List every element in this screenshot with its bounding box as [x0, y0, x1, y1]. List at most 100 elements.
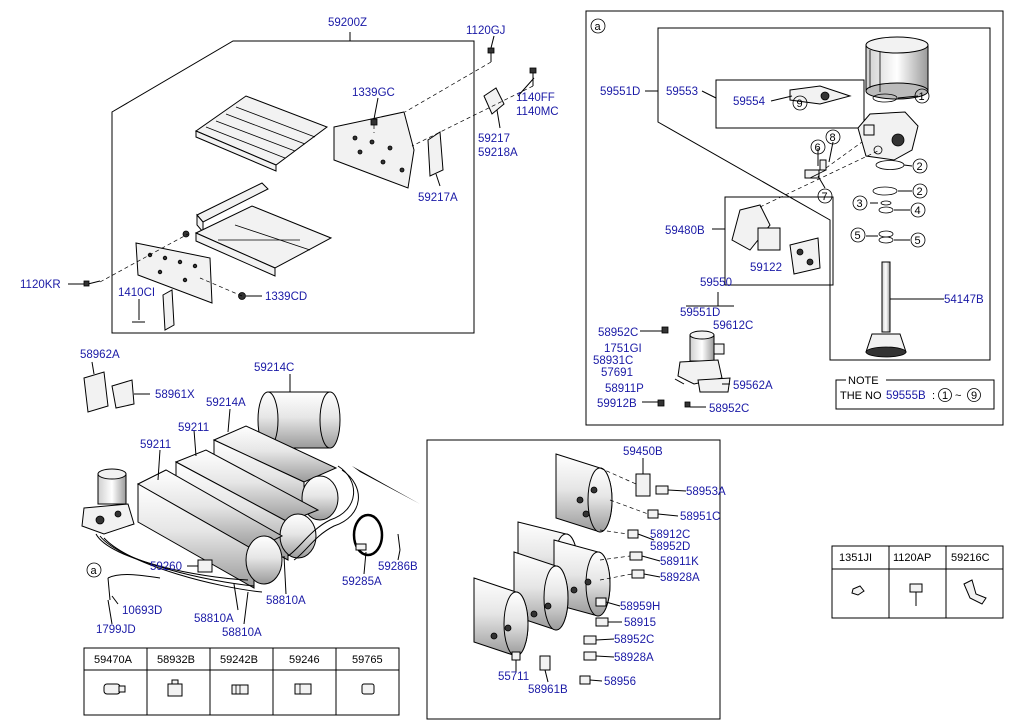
- label-58810A-2: 58810A: [222, 627, 262, 639]
- circled-ref-7: 7: [822, 191, 828, 203]
- detail-a-ref-marker: [86, 562, 102, 578]
- table-header-59246: 59246: [289, 654, 320, 666]
- hardware-table: 1351JI 1120AP 59216C: [831, 545, 1004, 619]
- table-header-59242B: 59242B: [220, 654, 258, 666]
- small-bracket-1410CI: [162, 289, 175, 331]
- detail-a-frame: [585, 10, 1004, 426]
- mounting-bracket-group: 59200Z 1120GJ 1339GC 1140FF 1140MC 59217…: [20, 17, 559, 334]
- tank-fittings-detail-group: 59450B 58953A 58951C 58912C 58952D 58911…: [426, 439, 726, 720]
- circled-ref-5b: 5: [915, 235, 921, 247]
- bolt-icon-1120AP: [909, 583, 923, 606]
- circled-ref-9: 9: [797, 98, 803, 110]
- o-ring-1: [872, 93, 898, 103]
- table-header-58932B: 58932B: [157, 654, 195, 666]
- left-bracket-part: [135, 242, 213, 304]
- label-58961B: 58961B: [528, 684, 568, 696]
- label-58928A-2: 58928A: [614, 652, 654, 664]
- tank-59211-front: [136, 469, 284, 589]
- fitting-icon-59765: [361, 683, 375, 695]
- circled-ref-1: 1: [919, 91, 925, 103]
- tank-clamp: [352, 513, 384, 557]
- label-59562A: 59562A: [733, 380, 773, 392]
- label-55711: 55711: [498, 671, 529, 683]
- bracket-icon-59216C: [963, 579, 987, 605]
- label-1120GJ: 1120GJ: [466, 25, 505, 37]
- label-59912B: 59912B: [597, 398, 637, 410]
- air-dryer-unit: [81, 468, 135, 535]
- air-piping: [95, 465, 359, 601]
- bracket-plate-part: [333, 111, 415, 189]
- tank-fitting-view-5: [473, 577, 529, 657]
- bracket-58962A: [83, 371, 109, 413]
- table-header-59765: 59765: [352, 654, 383, 666]
- note-range: ~: [955, 390, 961, 402]
- label-58959H: 58959H: [620, 601, 660, 613]
- circled-ref-4: 4: [915, 205, 921, 217]
- label-59450B: 59450B: [623, 446, 663, 458]
- air-tank-assembly-group: a: [80, 349, 420, 639]
- dryer-cartridge-part: [865, 36, 929, 100]
- label-58810A: 58810A: [194, 613, 234, 625]
- label-58915: 58915: [624, 617, 656, 629]
- label-59211: 59211: [178, 422, 209, 434]
- dryer-body-part: [857, 111, 919, 161]
- valve-small-parts: [804, 159, 827, 179]
- label-1140FF: 1140FF: [516, 92, 555, 104]
- label-57691: 57691: [601, 367, 633, 379]
- table-header-59470A: 59470A: [94, 654, 133, 666]
- label-58961X: 58961X: [155, 389, 195, 401]
- pointer-arrow: [352, 466, 420, 504]
- table-header-1351JI: 1351JI: [839, 552, 872, 564]
- screw-icons: [83, 47, 537, 323]
- label-59612C: 59612C: [713, 320, 753, 332]
- label-59550: 59550: [700, 277, 732, 289]
- label-59214A: 59214A: [206, 397, 246, 409]
- bolt-59286B: [397, 533, 401, 551]
- label-10693D: 10693D: [122, 605, 162, 617]
- fitting-icon-59246: [294, 683, 312, 695]
- note-circle-9: 9: [971, 390, 977, 402]
- label-59211-2: 59211: [140, 439, 171, 451]
- circled-ref-6: 6: [815, 142, 821, 154]
- bracket-58961X: [111, 379, 135, 409]
- label-59200Z: 59200Z: [328, 17, 367, 29]
- label-58956: 58956: [604, 676, 636, 688]
- label-59217: 59217: [478, 133, 510, 145]
- angle-bracket-59217A: [427, 131, 444, 177]
- circled-ref-3: 3: [857, 198, 863, 210]
- label-1120KR: 1120KR: [20, 279, 61, 291]
- label-1799JD: 1799JD: [96, 624, 136, 636]
- label-59285A: 59285A: [342, 576, 382, 588]
- note-box: NOTE THE NO 59555B : 1 ~ 9: [835, 375, 995, 410]
- label-58952C-3: 58952C: [614, 634, 654, 646]
- label-59551D: 59551D: [600, 86, 640, 98]
- o-ring-2: [875, 160, 905, 170]
- label-58911P: 58911P: [605, 383, 644, 395]
- label-58912C: 58912C: [650, 529, 690, 541]
- detail-a-marker: [590, 18, 606, 34]
- label-58953A: 58953A: [686, 486, 726, 498]
- label-59122: 59122: [750, 262, 782, 274]
- table-header-1120AP: 1120AP: [893, 552, 931, 564]
- label-59218A: 59218A: [478, 147, 518, 159]
- note-text: THE NO: [840, 390, 882, 402]
- piston-rod-part: [865, 261, 907, 358]
- bracket-59217: [483, 87, 505, 115]
- note-ref: 59555B: [886, 390, 926, 402]
- mounting-frame: [111, 40, 475, 334]
- fitting-icon-59470A: [103, 683, 126, 695]
- silencer-part: [789, 85, 852, 105]
- o-ring-2b: [872, 186, 898, 196]
- label-1410CI: 1410CI: [118, 287, 155, 299]
- circled-ref-5: 5: [855, 230, 861, 242]
- label-59551D-2: 59551D: [680, 307, 720, 319]
- nut-icon-1351JI: [851, 585, 865, 596]
- top-plate-part: [194, 95, 329, 172]
- detail-a-letter: a: [595, 21, 602, 33]
- tank-fitting-view-4: [513, 551, 569, 631]
- rail-part: [196, 182, 269, 234]
- circled-refs: 1 2 2 3 4 5 5 6 7 8 9: [792, 88, 930, 248]
- table-header-59216C: 59216C: [951, 552, 990, 564]
- label-58952C-2: 58952C: [709, 403, 749, 415]
